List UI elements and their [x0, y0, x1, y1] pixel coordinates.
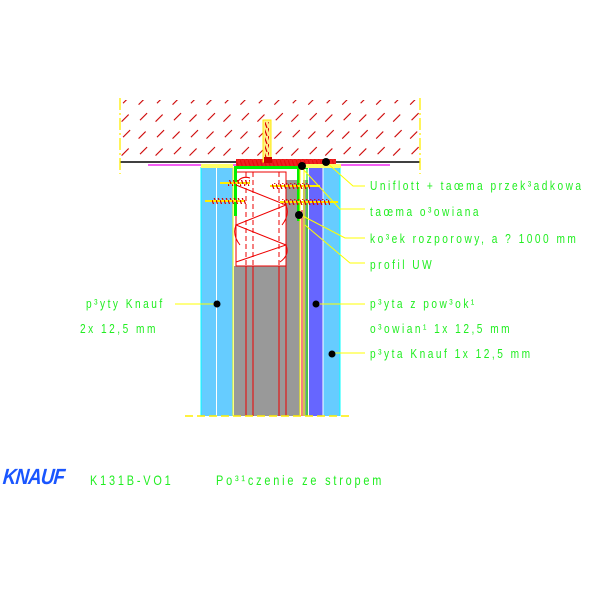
drawing-code: K131B-VO1: [90, 472, 174, 488]
label-knauf-boards-line1: p³yty Knauf: [86, 296, 165, 311]
label-lead-board-line1: p³yta z pow³ok¹: [370, 296, 477, 311]
leader-lines: [175, 161, 365, 354]
label-lead-board-line2: o³owian¹ 1x 12,5 mm: [370, 321, 513, 336]
drawing-title: Po³¹czenie ze stropem: [216, 472, 385, 488]
label-anchor-dowel: ko³ek rozporowy, a ? 1000 mm: [370, 231, 579, 246]
label-uw-profile: profil UW: [370, 257, 435, 272]
label-uniflott-tape: Uniflott + taœma przek³adkowa: [370, 178, 584, 193]
knauf-logo: KNAUF: [1, 464, 66, 489]
label-knauf-boards-line2: 2x 12,5 mm: [80, 321, 158, 336]
anchor-dowel: [262, 119, 272, 163]
screws: [205, 180, 338, 205]
label-lead-tape: taœma o³owiana: [370, 204, 482, 219]
label-knauf-board-single: p³yta Knauf 1x 12,5 mm: [370, 346, 533, 361]
marker-dots: [213, 158, 336, 358]
left-boards: [200, 164, 234, 416]
uw-profile: [234, 159, 336, 221]
